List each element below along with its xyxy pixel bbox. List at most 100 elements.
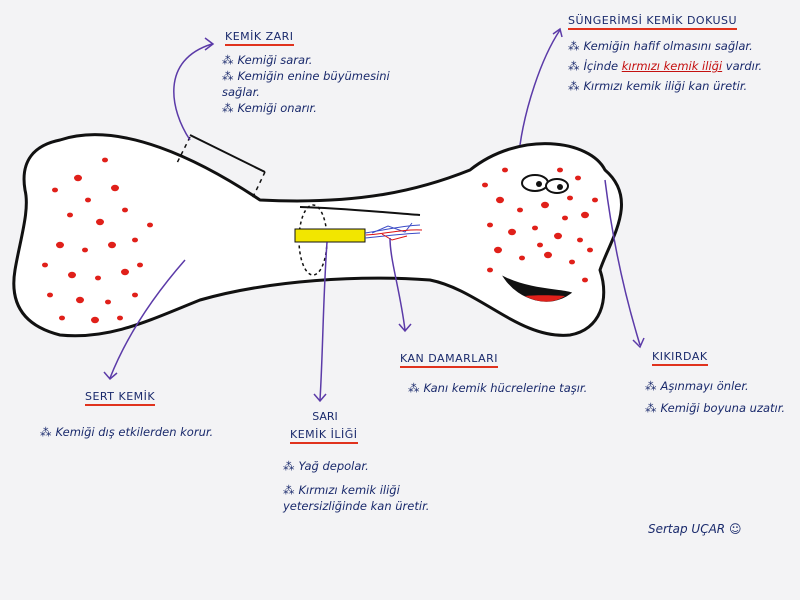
spongy-dot	[532, 225, 538, 231]
spongy-dot	[537, 242, 543, 248]
spongy-dot	[517, 207, 523, 213]
spongy-dot	[96, 218, 104, 226]
yellow-marrow-tube	[294, 228, 366, 243]
arrow-kan-damarlari	[389, 237, 406, 331]
spongy-dot	[74, 174, 82, 182]
spongy-dot	[47, 292, 53, 298]
periosteum-dashed-edge-right	[251, 171, 266, 200]
shaft-inner-top	[299, 206, 421, 216]
spongy-dot	[544, 251, 552, 259]
kemik-zari-note-3: ⁂Kemiği onarır.	[222, 101, 317, 115]
spongy-dot	[575, 175, 581, 181]
spongy-dot	[56, 241, 64, 249]
spongy-dot	[95, 275, 101, 281]
spongy-dot	[105, 299, 111, 305]
arrow-kemik-zari	[173, 43, 213, 141]
bone-face	[502, 174, 573, 302]
kemik-zari-title: KEMİK ZARI	[225, 30, 294, 46]
sari-ilik-note-2: ⁂Kırmızı kemik iliği yetersizliğinde kan…	[283, 483, 430, 513]
sungerimsi-note-2: ⁂İçinde kırmızı kemik iliği vardır.	[568, 59, 763, 73]
spongy-dot	[508, 228, 516, 236]
smile-tongue	[525, 295, 565, 302]
blood-vessels	[364, 222, 421, 239]
spongy-dot	[502, 167, 508, 173]
left-pupil	[536, 181, 542, 187]
kikirdak-note-2: ⁂Kemiği boyuna uzatır.	[645, 401, 786, 415]
left-eye	[521, 174, 549, 192]
kikirdak-note-1: ⁂Aşınmayı önler.	[645, 379, 749, 393]
spongy-dot	[581, 211, 589, 219]
kemik-zari-note-2: ⁂Kemiğin enine büyümesini sağlar.	[222, 69, 390, 99]
spongy-dot	[91, 316, 99, 324]
spongy-dot	[59, 315, 65, 321]
spongy-dot	[121, 268, 129, 276]
kan-damarlari-notes: ⁂Kanı kemik hücrelerine taşır.	[408, 380, 588, 396]
kemik-zari-notes: ⁂Kemiği sarar. ⁂Kemiğin enine büyümesini…	[222, 52, 422, 116]
arrow-heads	[103, 27, 645, 403]
arrowhead-kemik-zari	[204, 37, 215, 51]
spongy-dot	[132, 292, 138, 298]
arrowhead-kikirdak	[632, 337, 645, 349]
red-marrow-highlight: kırmızı kemik iliği	[621, 59, 723, 73]
kemik-zari-note-1: ⁂Kemiği sarar.	[222, 53, 313, 67]
spongy-dot	[102, 157, 108, 163]
spongy-dot	[68, 271, 76, 279]
spongy-dot	[67, 212, 73, 218]
arrow-kikirdak	[604, 179, 641, 346]
right-eye	[545, 178, 569, 194]
signature-text: Sertap UÇAR	[648, 522, 726, 536]
spongy-dot	[487, 222, 493, 228]
spongy-dot	[592, 197, 598, 203]
kikirdak-title: KIKIRDAK	[652, 350, 708, 366]
sungerimsi-title: SÜNGERİMSİ KEMİK DOKUSU	[568, 14, 738, 30]
spongy-dot	[519, 255, 525, 261]
spongy-dot	[496, 196, 504, 204]
smile-mouth	[502, 275, 573, 302]
spongy-dot	[122, 207, 128, 213]
kikirdak-notes: ⁂Aşınmayı önler. ⁂Kemiği boyuna uzatır.	[645, 378, 795, 416]
arrowhead-sari-ilik	[313, 393, 327, 403]
arrowhead-sert-kemik	[103, 371, 118, 381]
pointer-lines	[109, 29, 641, 401]
spongy-dot	[577, 237, 583, 243]
smile-icon: ☺	[728, 522, 742, 536]
right-pupil	[557, 184, 563, 190]
spongy-dot	[482, 182, 488, 188]
kan-damarlari-title: KAN DAMARLARI	[400, 352, 499, 368]
right-spongy-dots	[482, 167, 598, 283]
sari-ilik-title-line1: SARI	[312, 410, 338, 423]
sari-ilik-title-line2: KEMİK İLİĞİ	[290, 428, 358, 444]
spongy-dot	[587, 247, 593, 253]
sert-kemik-note-1: ⁂Kemiği dış etkilerden korur.	[40, 425, 214, 439]
arrow-sari-ilik	[319, 241, 328, 401]
spongy-dot	[137, 262, 143, 268]
spongy-dot	[111, 184, 119, 192]
sert-kemik-notes: ⁂Kemiği dış etkilerden korur.	[40, 424, 220, 440]
spongy-dot	[582, 277, 588, 283]
spongy-dot	[494, 246, 502, 254]
periosteum-dashed-edge-left	[175, 136, 191, 166]
spongy-dot	[108, 241, 116, 249]
arrowhead-sungerimsi	[552, 27, 563, 38]
spongy-dot	[554, 232, 562, 240]
sari-ilik-notes: ⁂Yağ depolar. ⁂Kırmızı kemik iliği yeter…	[283, 458, 483, 514]
spongy-dot	[569, 259, 575, 265]
spongy-dot	[132, 237, 138, 243]
spongy-dot	[562, 215, 568, 221]
periosteum-flap	[189, 134, 266, 173]
sungerimsi-note-1: ⁂Kemiğin hafif olmasını sağlar.	[568, 39, 753, 53]
arrowhead-kan-damarlari	[398, 323, 412, 333]
spongy-dot	[42, 262, 48, 268]
sungerimsi-note-3: ⁂Kırmızı kemik iliği kan üretir.	[568, 79, 748, 93]
signature: Sertap UÇAR ☺	[648, 522, 741, 536]
left-spongy-dots	[42, 157, 153, 324]
arrow-sert-kemik	[109, 259, 186, 379]
spongy-dot	[147, 222, 153, 228]
spongy-dot	[52, 187, 58, 193]
arrow-sungerimsi	[519, 29, 561, 146]
sari-ilik-note-1: ⁂Yağ depolar.	[283, 459, 369, 473]
kan-damarlari-note-1: ⁂Kanı kemik hücrelerine taşır.	[408, 381, 588, 395]
spongy-dot	[567, 195, 573, 201]
